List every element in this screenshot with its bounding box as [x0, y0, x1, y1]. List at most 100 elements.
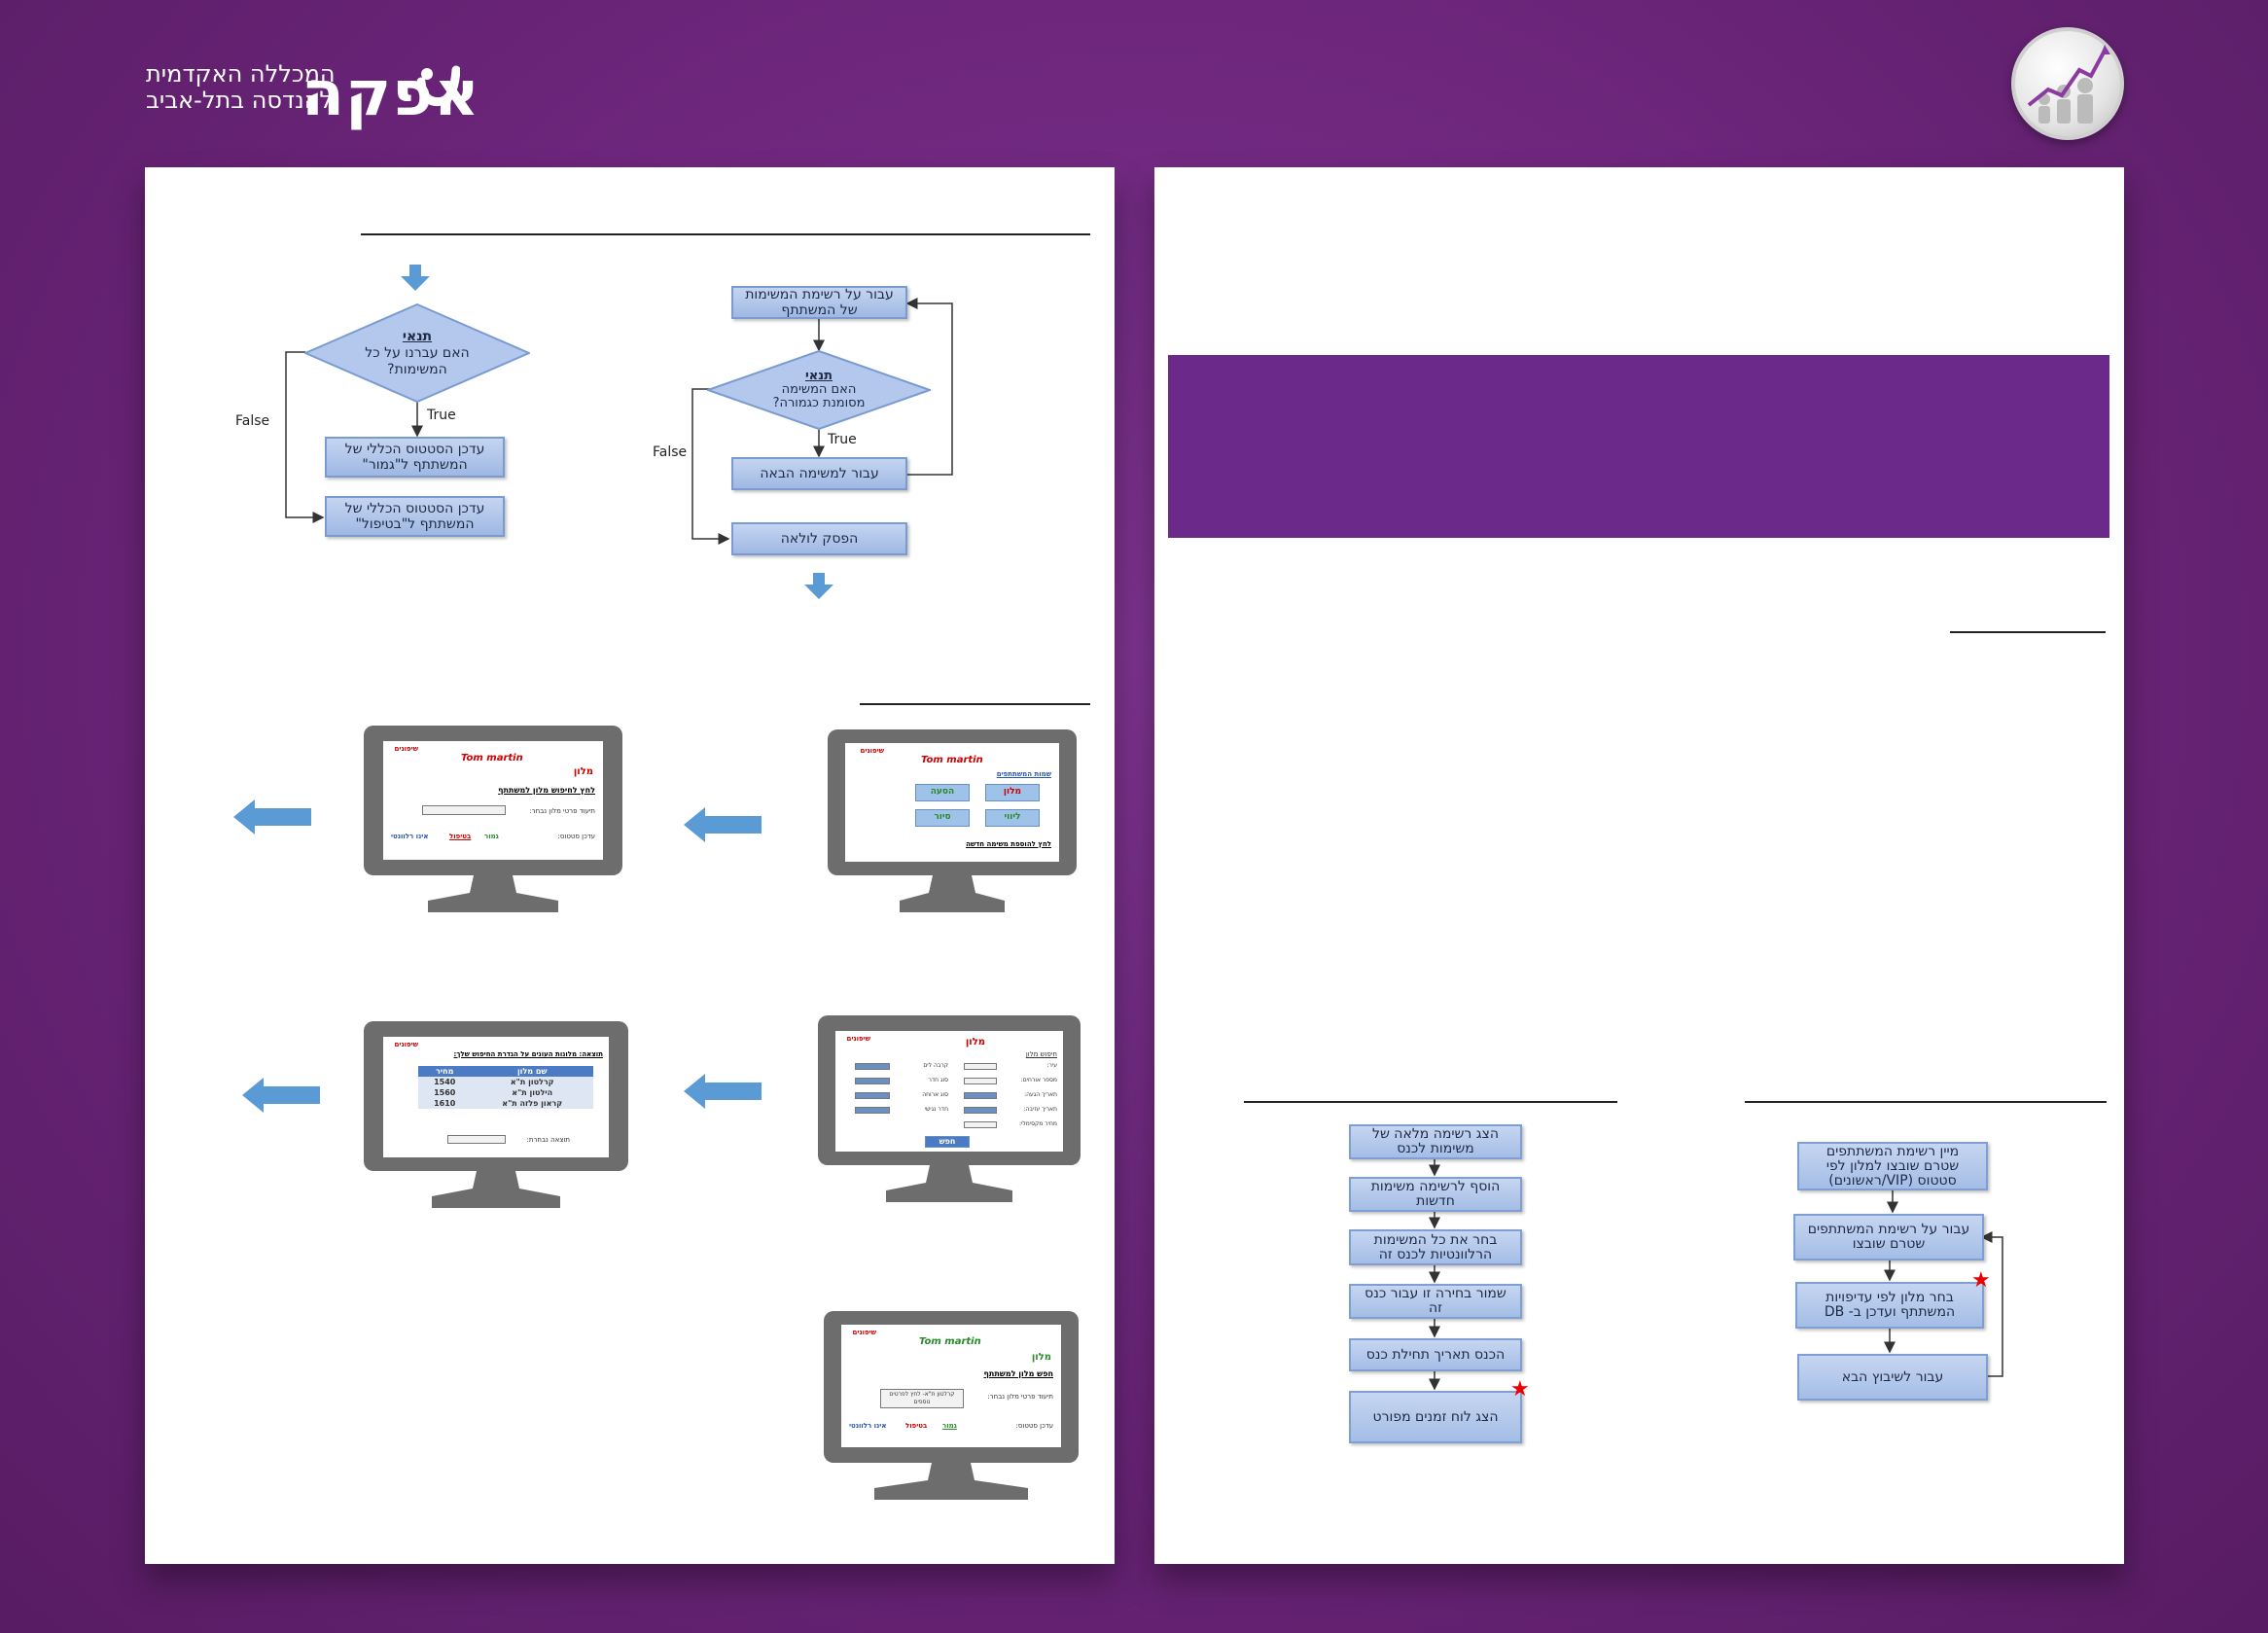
screen3-label-departure: תאריך עזיבה: [1023, 1106, 1057, 1113]
screen4-results-table: שם מלון מחיר קרלטון ת"א 1540 הילטון ת"א … [418, 1066, 593, 1109]
section-rule-c [1244, 1101, 1617, 1103]
screen4-col-name: שם מלון [471, 1066, 593, 1077]
screen2-status-label: עדכן סטטוס: [557, 833, 595, 840]
screen4-result-label: תוצאה נבחרת: [526, 1136, 570, 1144]
screen2-status-irrelevant[interactable]: אינו רלוונטי [391, 833, 429, 840]
screen3-input-maxprice[interactable] [964, 1121, 997, 1128]
screen2-status-handling[interactable]: בטיפול [449, 833, 472, 840]
flow-right-next-node: עבור למשימה הבאה [731, 457, 907, 490]
screen3-label-maxprice: מחיר מקסימלי: [1018, 1120, 1057, 1127]
screen3-input-city[interactable] [964, 1063, 997, 1070]
monitor-screen-3: שיפונים מלון חיפוש מלון עיר: מספר אורחים… [818, 1015, 1081, 1208]
flow-a-step-4: עבור לשיבוץ הבא [1797, 1354, 1988, 1401]
flow-a-step-3: בחר מלון לפי עדיפויות המשתתף ועדכן ב- DB [1795, 1282, 1984, 1329]
flow-right-condition-title: תנאי [804, 369, 833, 383]
right-document-page: מיין רשימת המשתתפים שטרם שובצו למלון לפי… [1154, 167, 2124, 1564]
flow-b-step-3: בחר את כל המשימות הרלוונטיות לכנס זה [1349, 1229, 1522, 1265]
screen5-status-label: עדכן סטטוס: [1015, 1422, 1053, 1430]
screen1-transport-button[interactable]: הסעה [915, 784, 970, 801]
flow-left-false-label: False [235, 413, 270, 429]
screen1-participants-link[interactable]: שמות המשתתפים [996, 770, 1051, 778]
flow-b-step-1: הצג רשימה מלאה של משימות לכנס [1349, 1124, 1522, 1159]
screen3-label-roomtype: סוג חדר [928, 1077, 949, 1083]
screen3-label-meal: סוג ארוחה [922, 1091, 948, 1098]
screen3-select-sea[interactable] [855, 1063, 890, 1070]
screen4-col-price: מחיר [418, 1066, 472, 1077]
screen3-select-accessible[interactable] [855, 1107, 890, 1114]
screen3-input-guests[interactable] [964, 1078, 997, 1084]
flow-left-true-label: True [427, 408, 456, 423]
screen1-user-name: Tom martin [921, 755, 983, 765]
screen3-logo: שיפונים [846, 1035, 870, 1043]
flow-right-stop-node: הפסק לולאה [731, 522, 907, 555]
flow-right-start-node: עבור על רשימת המשימות של המשתתף [731, 286, 907, 319]
flow-left-condition-title: תנאי [402, 328, 433, 344]
table-row[interactable]: קראון פלזה ת"א 1610 [418, 1098, 593, 1109]
screen5-logo: שיפונים [852, 1329, 876, 1336]
flow-right-connectors [285, 298, 953, 545]
flow-left-handling-node: עדכן הסטטוס הכללי של המשתתף ל"בטיפול" [325, 496, 505, 537]
screen3-label-city: עיר: [1046, 1062, 1057, 1069]
screen4-heading: תוצאה: מלונות העונים על הגדרת החיפוש שלך… [453, 1050, 603, 1058]
screen3-label-sea: קרבה לים [923, 1062, 948, 1069]
screen3-input-arrival[interactable] [964, 1092, 997, 1099]
screen3-search-button[interactable]: חפש [925, 1136, 970, 1148]
screen3-input-departure[interactable] [964, 1107, 997, 1114]
flow-left-condition: תנאי האם עברנו על כל המשימות? [304, 303, 530, 403]
screen1-logo: שיפונים [860, 747, 884, 755]
arrow-left-icon [233, 799, 311, 834]
screen5-status-handling[interactable]: בטיפול [905, 1422, 928, 1430]
flow-a-step-2: עבור על רשימת המשתתפים שטרם שובצו [1793, 1214, 1984, 1260]
screen4-result-field[interactable] [447, 1135, 506, 1144]
screen4-logo: שיפונים [394, 1041, 418, 1048]
screen1-tour-button[interactable]: סיור [915, 809, 970, 827]
flow-left-down-arrow-icon [401, 265, 430, 291]
screen3-select-meal[interactable] [855, 1092, 890, 1099]
right-flow-connectors [1429, 1159, 2003, 1391]
screen1-add-task-link[interactable]: לחץ להוספת משימה חדשה [966, 840, 1051, 848]
flow-b-step-5: הכנס תאריך תחילת כנס [1349, 1338, 1522, 1371]
purple-banner [1168, 355, 2109, 538]
flow-right-true-label: True [828, 432, 857, 447]
section-rule-a [1950, 631, 2106, 633]
star-icon: ★ [1971, 1268, 1991, 1293]
screen5-status-done[interactable]: גמור [942, 1422, 957, 1430]
screen5-hotel-field-value: קרלטון ת"א- לחץ לפרטים נוספים [889, 1391, 955, 1405]
screen3-label-arrival: תאריך הגעה: [1024, 1091, 1057, 1098]
section-rule-b [1745, 1101, 2107, 1103]
screen2-title: מלון [573, 766, 593, 777]
star-icon: ★ [1510, 1377, 1530, 1402]
screen3-title: מלון [965, 1037, 985, 1047]
flow-right-false-label: False [653, 444, 688, 460]
chart-badge-icon [2011, 27, 2124, 140]
logo-line-2: להנדסה בתל-אביב [146, 87, 334, 114]
screen1-hotel-button[interactable]: מלון [985, 784, 1040, 801]
arrow-left-icon [242, 1078, 320, 1113]
screen5-status-irrelevant[interactable]: אינו רלוונטי [849, 1422, 887, 1430]
logo-line-1: המכללה האקדמית [146, 60, 336, 88]
table-row[interactable]: הילטון ת"א 1560 [418, 1087, 593, 1098]
flow-right-condition-text: האם המשימה מסומנת כגמורה? [772, 382, 866, 410]
screen2-search-link[interactable]: לחץ לחיפוש מלון למשתתף [498, 786, 595, 795]
monitor-screen-1: שיפונים Tom martin שמות המשתתפים מלון הס… [828, 729, 1077, 926]
screen1-escort-button[interactable]: ליווי [985, 809, 1040, 827]
screen2-status-done[interactable]: גמור [484, 833, 499, 840]
section-rule-middle [860, 703, 1090, 705]
monitor-screen-4: שיפונים תוצאה: מלונות העונים על הגדרת הח… [364, 1021, 628, 1214]
screen5-hotel-field[interactable]: קרלטון ת"א- לחץ לפרטים נוספים [880, 1389, 964, 1408]
screen5-field-label: תיעוד פרטי מלון נבחר: [987, 1393, 1053, 1401]
screen5-title: מלון [1031, 1352, 1051, 1363]
screen3-label-accessible: חדר נגישי [924, 1106, 948, 1113]
arrow-left-icon [684, 807, 762, 842]
table-row[interactable]: קרלטון ת"א 1540 [418, 1077, 593, 1087]
screen3-select-roomtype[interactable] [855, 1078, 890, 1084]
screen5-search-link[interactable]: חפש מלון למשתתף [983, 1369, 1053, 1378]
screen3-label-guests: מספר אורחים: [1020, 1077, 1057, 1083]
monitor-screen-5: שיפונים Tom martin מלון חפש מלון למשתתף … [824, 1311, 1079, 1508]
flow-right-down-arrow-icon [804, 573, 833, 599]
screen2-hotel-field[interactable] [422, 805, 506, 815]
section-rule-top [361, 233, 1090, 235]
screen5-user-name: Tom martin [919, 1336, 981, 1347]
arrow-left-icon [684, 1074, 762, 1109]
screen2-field-label: תיעוד פרטי מלון נבחר: [529, 807, 595, 815]
